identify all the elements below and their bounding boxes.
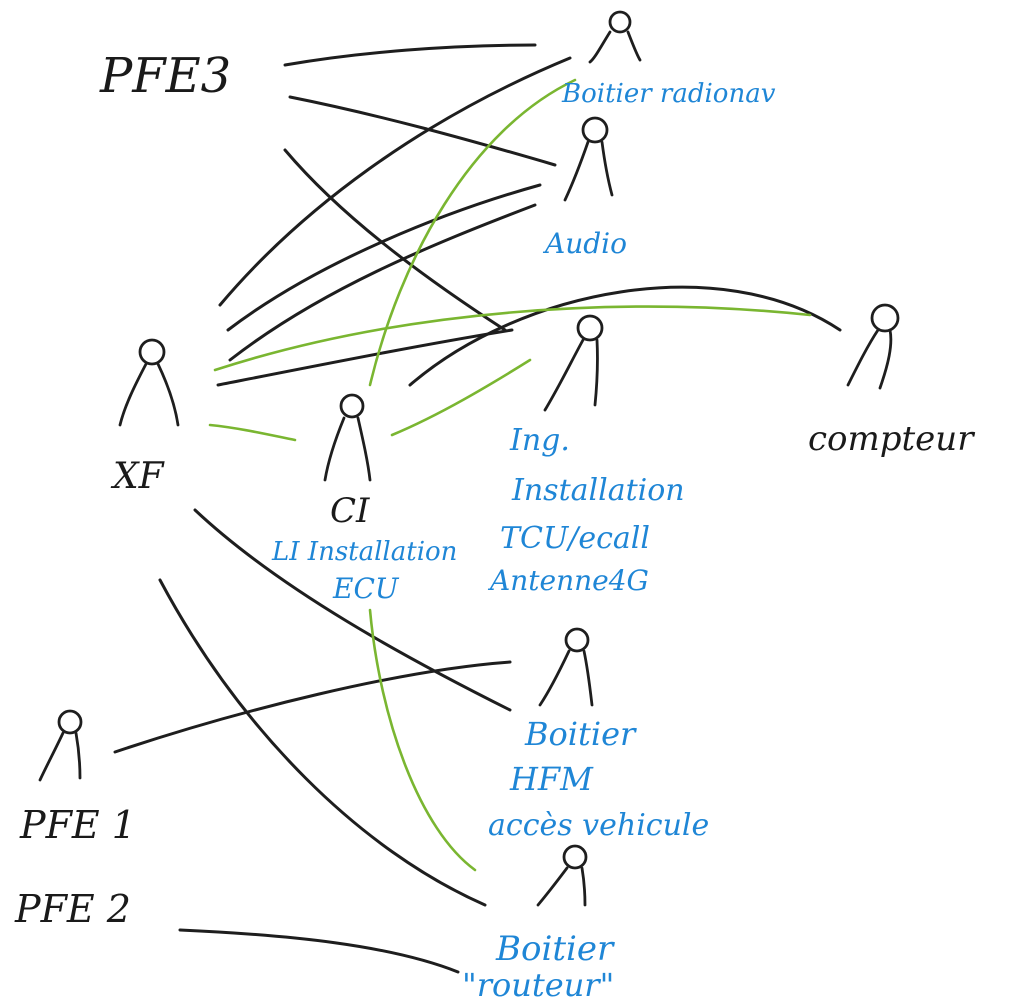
actor-icon-hfm (538, 627, 594, 707)
actor-icon-ing (543, 314, 604, 412)
node-label-ing-1: Ing. (509, 423, 570, 458)
edge-xf-compteur-green (213, 305, 812, 372)
node-label-hfm-1: Boitier (524, 715, 637, 753)
actor-icon-xf (118, 338, 180, 427)
node-label-ing-4: Antenne4G (487, 564, 649, 597)
node-label-compteur: compteur (808, 419, 975, 459)
actor-icon-pfe1 (38, 709, 83, 782)
node-label-pfe1: PFE 1 (19, 803, 136, 847)
node-sublabel-ci-2: ECU (332, 572, 400, 605)
edge-ci-ing (390, 358, 532, 437)
edge-xf-compteur (408, 285, 842, 387)
node-label-routeur-2: "routeur" (462, 966, 614, 1004)
edge-xf-routeur (158, 578, 487, 907)
connections-green (208, 78, 812, 872)
actor-icon-compteur (846, 303, 900, 390)
actor-icon-ci (323, 393, 372, 482)
node-label-xf: XF (110, 456, 166, 497)
edge-xf-ci (208, 423, 297, 442)
labels: PFE3 Boitier radionav Audio XF CI LI Ins… (14, 48, 975, 1004)
edge-pfe1-hfm (113, 660, 512, 754)
actor-icon-audio (563, 116, 614, 202)
node-label-routeur-1: Boitier (495, 929, 615, 969)
node-label-ing-3: TCU/ecall (500, 521, 650, 556)
node-label-audio: Audio (542, 227, 627, 260)
node-label-ci: CI (330, 491, 370, 531)
edge-xf-hfm (193, 508, 512, 712)
edge-ci-radionav (368, 78, 577, 387)
edge-xf-audio-1 (226, 183, 542, 332)
node-label-pfe2: PFE 2 (14, 887, 131, 931)
actor-icon-routeur (536, 844, 588, 907)
connections-black (113, 43, 842, 974)
edge-pfe3-radionav (283, 43, 537, 67)
actor-icon-radionav (588, 10, 642, 64)
node-label-hfm-3: accès vehicule (488, 808, 709, 843)
node-sublabel-ci-1: LI Installation (271, 537, 457, 567)
edge-xf-ing (216, 328, 514, 387)
edge-ci-routeur (368, 608, 477, 872)
edge-pfe3-ing (283, 148, 507, 332)
node-label-pfe3: PFE3 (99, 48, 231, 104)
node-label-hfm-2: HFM (509, 760, 594, 798)
edge-xf-radionav (218, 56, 572, 307)
node-label-ing-2: Installation (511, 473, 685, 508)
edge-xf-audio-2 (228, 203, 537, 362)
edge-pfe3-audio (288, 95, 557, 167)
node-label-radionav: Boitier radionav (561, 79, 776, 109)
edge-pfe2-routeur (178, 928, 460, 974)
